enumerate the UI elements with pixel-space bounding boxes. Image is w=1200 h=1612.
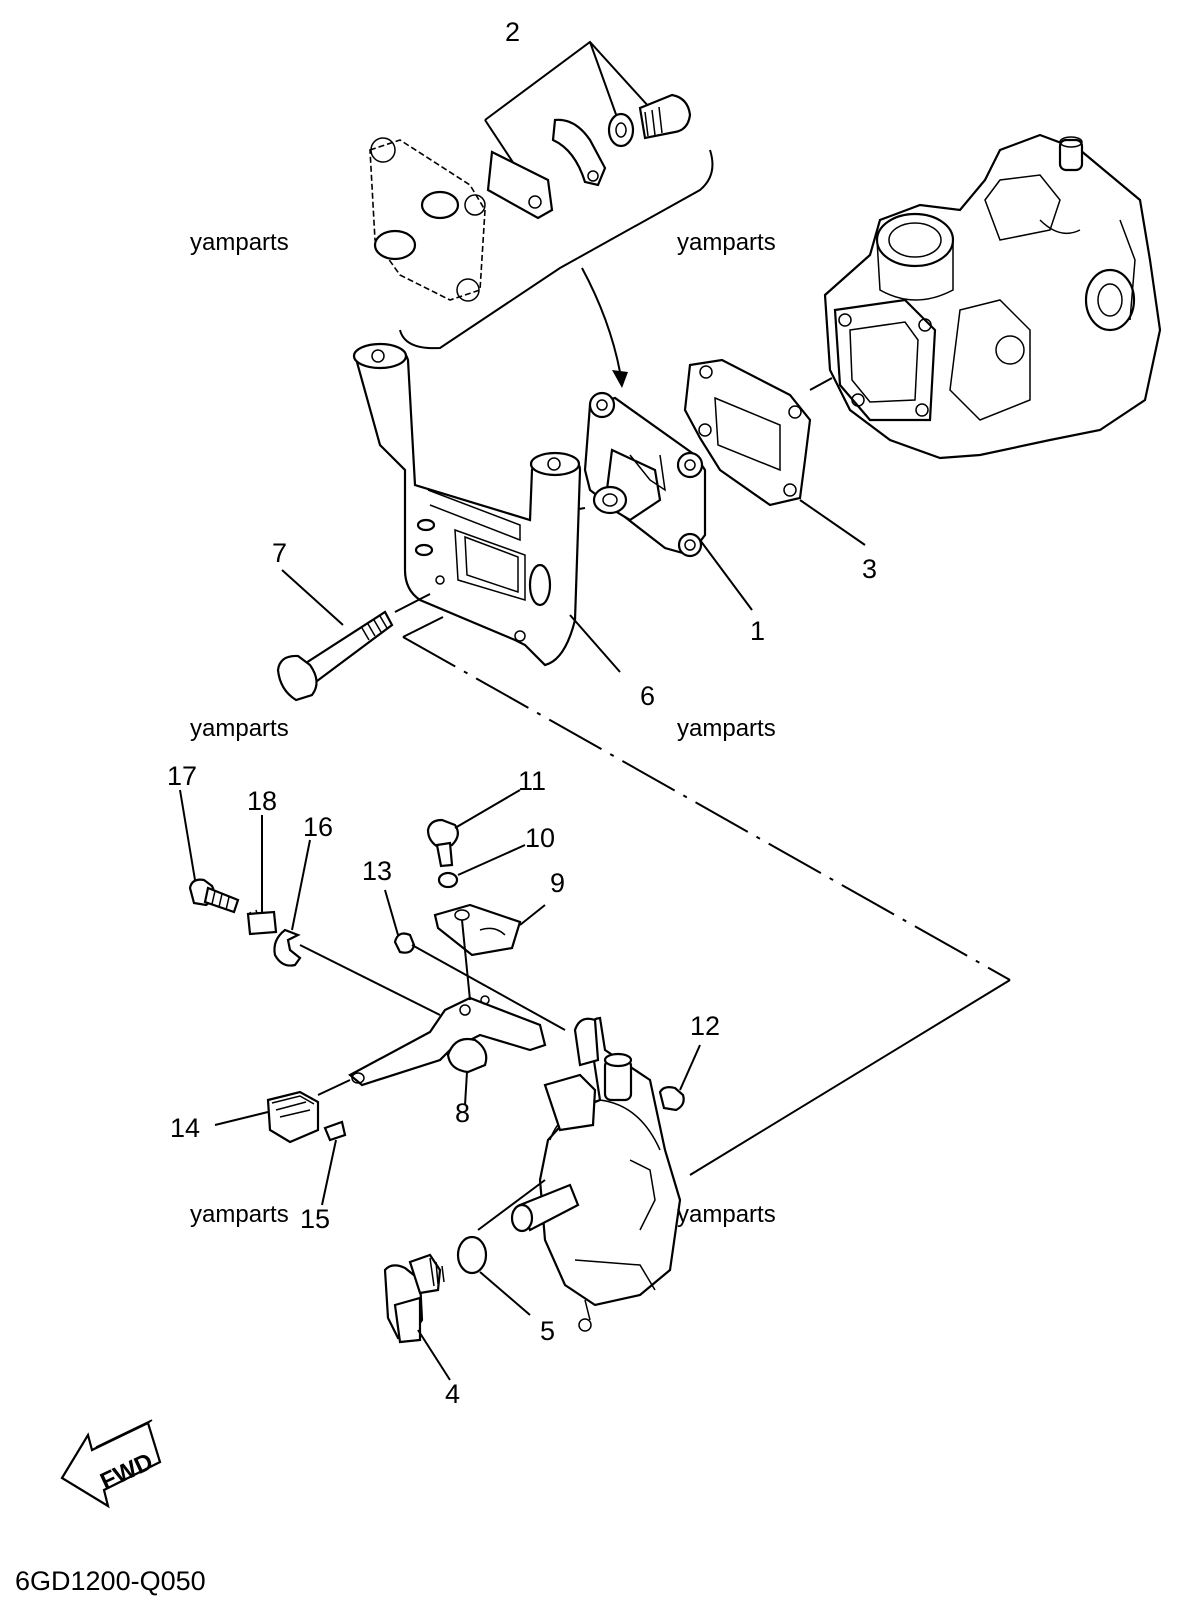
watermark-2: yamparts (677, 229, 776, 256)
callout-5: 5 (540, 1316, 555, 1346)
o-ring-5 (456, 1235, 531, 1316)
bolt-7 (276, 569, 431, 702)
callout-13: 13 (362, 856, 392, 886)
link-plate-9 (433, 903, 546, 1001)
watermark-6: yamparts (677, 1201, 776, 1228)
gasket-3 (683, 358, 833, 507)
callout-12: 12 (690, 1011, 720, 1041)
watermarks: yamparts yamparts yamparts yamparts yamp… (190, 229, 776, 1228)
reed-valve-plate-ghost (369, 137, 486, 302)
callout-labels: 2 1 3 7 6 17 11 18 16 10 13 9 12 14 8 15… (167, 17, 877, 1409)
callout-2: 2 (505, 17, 520, 47)
callout-6: 6 (640, 681, 655, 711)
crankcase (823, 133, 1162, 460)
screw-12 (658, 1044, 701, 1112)
spring-18 (246, 815, 278, 936)
plunger-4 (383, 1253, 451, 1381)
screw-17 (179, 789, 240, 914)
screw-15 (321, 1120, 347, 1206)
callout-18: 18 (247, 786, 277, 816)
clip-13 (384, 889, 566, 1031)
intake-manifold-6 (352, 342, 621, 673)
diagram-code: 6GD1200-Q050 (15, 1566, 206, 1596)
part-2-kit-bracket (399, 40, 714, 388)
callout-17: 17 (167, 761, 197, 791)
callout-1: 1 (750, 616, 765, 646)
watermark-5: yamparts (190, 1201, 289, 1228)
clip-10 (437, 844, 526, 889)
leader-lines-top (699, 499, 866, 611)
e-ring-16 (273, 839, 441, 1016)
callout-3: 3 (862, 554, 877, 584)
screw-2 (638, 93, 692, 140)
callout-15: 15 (300, 1204, 330, 1234)
knob-14 (214, 1079, 351, 1144)
watermark-3: yamparts (190, 715, 289, 742)
callout-8: 8 (455, 1098, 470, 1128)
callout-11: 11 (518, 766, 546, 796)
reed-valve-assembly-1 (559, 391, 707, 558)
throttle-lever-8 (348, 995, 547, 1106)
callout-7: 7 (272, 538, 287, 568)
callout-9: 9 (550, 868, 565, 898)
callout-10: 10 (525, 823, 555, 853)
alignment-lines (402, 616, 1011, 1176)
callout-16: 16 (303, 812, 333, 842)
callout-4: 4 (445, 1379, 460, 1409)
fwd-arrow: FWD (60, 1419, 162, 1509)
callout-14: 14 (170, 1113, 200, 1143)
washer-2 (607, 112, 635, 148)
watermark-4: yamparts (677, 715, 776, 742)
watermark-1: yamparts (190, 229, 289, 256)
carburetor-body (477, 1016, 682, 1332)
reed-petal (486, 150, 554, 220)
reed-stopper (551, 118, 607, 187)
screw-11 (426, 789, 521, 868)
